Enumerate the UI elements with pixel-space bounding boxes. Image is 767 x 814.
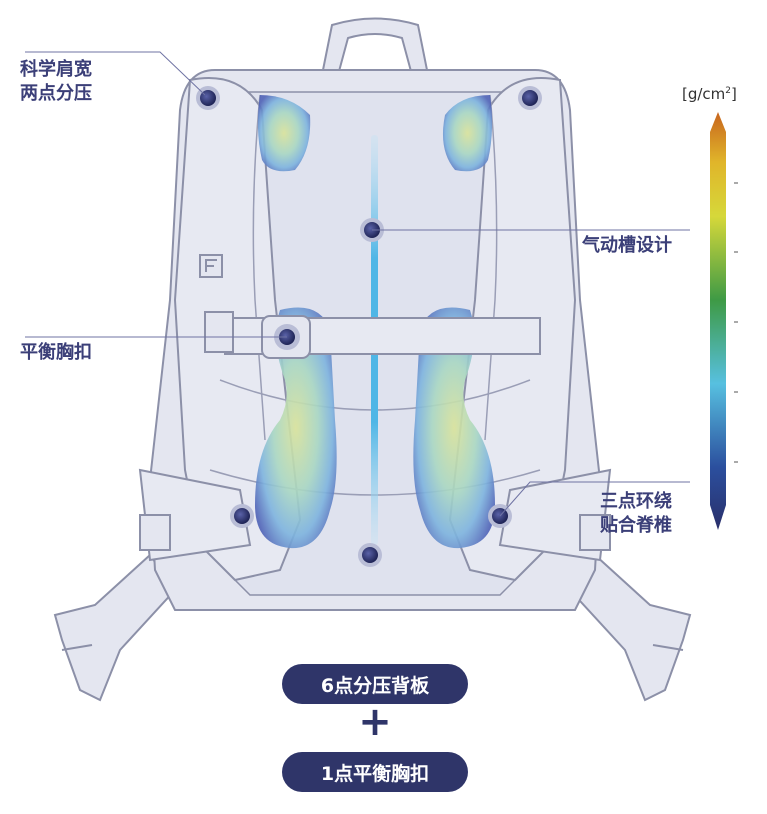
heat-zone-right-shoulder	[442, 95, 493, 172]
spine-label-line2: 贴合脊椎	[600, 515, 672, 536]
top-handle	[320, 17, 430, 76]
heat-zone-left-back	[255, 307, 337, 549]
chest-buckle-clip	[204, 311, 234, 353]
leader-spine	[499, 481, 690, 517]
heat-zone-right-back	[413, 307, 495, 549]
chest-buckle-label: 平衡胸扣	[20, 342, 92, 363]
spine-label-line1: 三点环绕	[600, 491, 672, 512]
right-lower-strap	[568, 553, 692, 702]
air-channel-label: 气动槽设计	[582, 235, 672, 256]
shoulder-label: 科学肩宽 两点分压	[20, 58, 92, 106]
chest-buckle-badge: 1点平衡胸扣	[282, 752, 468, 792]
leader-shoulder	[25, 51, 206, 96]
shoulder-label-line1: 科学肩宽	[20, 59, 92, 80]
pressure-dot-lumbar	[358, 543, 382, 567]
pressure-scale-bar	[710, 112, 726, 530]
pressure-dot-left-hip	[230, 504, 254, 528]
heat-zone-left-shoulder	[257, 95, 311, 172]
spine-label: 三点环绕 贴合脊椎	[600, 490, 672, 538]
shoulder-label-line2: 两点分压	[20, 83, 92, 104]
pressure-scale-ticks	[734, 182, 738, 463]
left-lower-strap	[53, 553, 177, 702]
pressure-dot-right-shoulder	[518, 86, 542, 110]
plus-sign: +	[358, 699, 392, 745]
backplate-badge: 6点分压背板	[282, 664, 468, 704]
pressure-unit-label: [g/cm2]	[682, 85, 737, 103]
